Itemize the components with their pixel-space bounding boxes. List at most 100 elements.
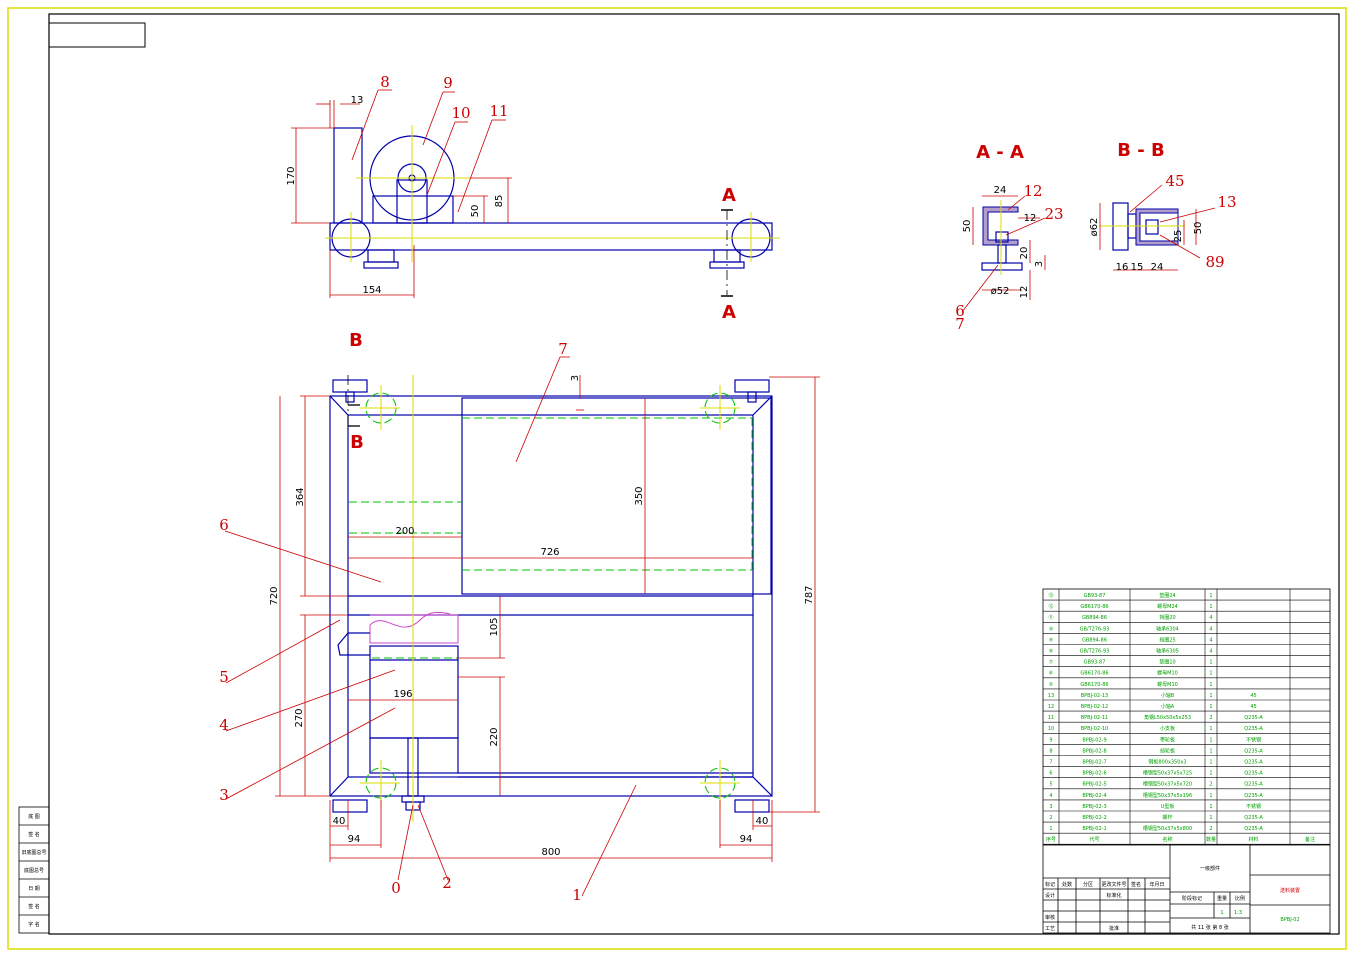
tb-f-date: 年月日 bbox=[1149, 881, 1164, 888]
dim-plan-350: 350 bbox=[634, 486, 645, 505]
side-post bbox=[333, 127, 363, 224]
bom-cell-mat: 45 bbox=[1250, 693, 1256, 699]
side-view: 13 170 50 85 154 8 9 10 11 A A bbox=[286, 73, 780, 323]
bom-cell-code: GB/T276-93 bbox=[1080, 648, 1110, 654]
bom-cell-qty: 1 bbox=[1209, 815, 1212, 821]
bom-cell-code: BPBJ-02-5 bbox=[1082, 782, 1106, 788]
bom-cell-qty: 4 bbox=[1209, 648, 1212, 654]
bom-cell-qty: 1 bbox=[1209, 793, 1212, 799]
bom-cell-no: 9 bbox=[1049, 737, 1052, 743]
bom-cell-qty: 1 bbox=[1209, 726, 1212, 732]
bom-cell-mat: Q235-A bbox=[1244, 726, 1263, 732]
bom-cell-mat: 不锈钢 bbox=[1246, 736, 1261, 743]
tb-drawing-no: BPBJ-02 bbox=[1280, 917, 1299, 923]
bom-cell-name: 小轴A bbox=[1161, 703, 1175, 710]
tb-f-count: 处数 bbox=[1062, 881, 1072, 888]
dim-bb-24: 24 bbox=[1151, 262, 1164, 273]
dim-plan-364: 364 bbox=[295, 487, 306, 506]
bom-cell-mat: 45 bbox=[1250, 704, 1256, 710]
tb-f-stage: 阶段标记 bbox=[1182, 895, 1202, 902]
dim-plan-94-right: 94 bbox=[740, 834, 753, 845]
bom-cell-name: 钢板800x350x3 bbox=[1148, 758, 1186, 765]
bom-cell-name: 槽钢型50x37x5x720 bbox=[1143, 781, 1192, 788]
bom-cell-qty: 2 bbox=[1209, 826, 1212, 832]
bom-cell-mat: Q235-A bbox=[1244, 748, 1263, 754]
dim-plan-220: 220 bbox=[489, 727, 500, 746]
tb-f-sign: 签名 bbox=[1131, 881, 1141, 888]
bom-cell-qty: 1 bbox=[1209, 759, 1212, 765]
bom-cell-mat: Q235-A bbox=[1244, 759, 1263, 765]
bom-cell-code: GB6170-86 bbox=[1080, 682, 1108, 688]
bom-cell-name: 螺杆 bbox=[1162, 814, 1172, 821]
bom-cell-code: GB93-87 bbox=[1084, 593, 1106, 599]
label-2: 2 bbox=[442, 874, 452, 892]
bom-cell-code: GB894-86 bbox=[1082, 615, 1107, 621]
steel-plate bbox=[461, 397, 772, 595]
bom-cell-qty: 4 bbox=[1209, 626, 1212, 632]
dim-plan-40-left: 40 bbox=[333, 816, 346, 827]
bom-cell-mat: Q235-A bbox=[1244, 782, 1263, 788]
bom-cell-name: 槽钢型50x37x5x196 bbox=[1143, 792, 1192, 799]
label-11: 11 bbox=[489, 102, 508, 120]
bom-cell-code: BPBJ-02-11 bbox=[1081, 715, 1109, 721]
bom-cell-no: 5 bbox=[1049, 782, 1052, 788]
bom-cell-qty: 1 bbox=[1209, 660, 1212, 666]
label-bb-89: 89 bbox=[1205, 253, 1224, 271]
bom-cell-name: 槽钢型50x37x5x800 bbox=[1143, 825, 1192, 832]
dim-bb-50: 50 bbox=[1193, 222, 1204, 235]
label-1: 1 bbox=[572, 886, 582, 904]
corner-box bbox=[48, 22, 146, 48]
tb-part-name: 送料装置 bbox=[1280, 887, 1300, 894]
section-bb-title: B - B bbox=[1117, 140, 1164, 161]
dim-aa-50: 50 bbox=[962, 220, 973, 233]
bom-cell-qty: 1 bbox=[1209, 771, 1212, 777]
tb-f-zone: 分区 bbox=[1083, 881, 1093, 888]
left-strip: 底 图 签 名 旧底图总号 底图总号 日 期 签 名 字 名 bbox=[18, 806, 50, 934]
bom-cell-no: 8 bbox=[1049, 748, 1052, 754]
bom-cell-qty: 1 bbox=[1209, 671, 1212, 677]
dim-side-85: 85 bbox=[494, 195, 505, 208]
tb-scale: 1:3 bbox=[1234, 910, 1242, 916]
bom-cell-no: 6 bbox=[1049, 771, 1052, 777]
bom-cell-no: 12 bbox=[1048, 704, 1054, 710]
section-b-bottom: B bbox=[350, 432, 364, 453]
bom-cell-qty: 4 bbox=[1209, 637, 1212, 643]
bom-header-mat: 材料 bbox=[1248, 836, 1258, 843]
bom-cell-name: 轴承6304 bbox=[1156, 625, 1179, 632]
bom-cell-no: ⑫ bbox=[1048, 603, 1053, 610]
bom-cell-name: 螺母M10 bbox=[1157, 670, 1178, 677]
bom-cell-code: BPBJ-02-8 bbox=[1082, 748, 1106, 754]
bom-cell-qty: 1 bbox=[1209, 593, 1212, 599]
tb-f-mark: 标记 bbox=[1045, 881, 1055, 888]
bom-cell-no: 11 bbox=[1048, 715, 1054, 721]
bom-cell-no: 13 bbox=[1048, 693, 1054, 699]
dim-plan-787: 787 bbox=[804, 585, 815, 604]
bom-cell-no: 10 bbox=[1048, 726, 1054, 732]
bom-cell-name: 螺母M10 bbox=[1157, 681, 1178, 688]
dim-plan-3: 3 bbox=[570, 375, 581, 381]
bom-cell-mat: Q235-A bbox=[1244, 771, 1263, 777]
plan-view: B B 3 364 350 200 726 720 787 105 196 27… bbox=[219, 330, 820, 904]
label-7: 7 bbox=[558, 340, 568, 358]
bom-header-qty: 数量 bbox=[1206, 836, 1216, 843]
bom-cell-qty: 2 bbox=[1209, 782, 1212, 788]
bom-cell-mat: Q235-A bbox=[1244, 793, 1263, 799]
section-aa: A - A 24 50 12 20 3 ø52 12 12 23 6 7 bbox=[955, 142, 1063, 333]
bom-cell-code: BPBJ-02-9 bbox=[1082, 737, 1106, 743]
bom-cell-no: 1 bbox=[1049, 826, 1052, 832]
dim-aa-3: 3 bbox=[1034, 261, 1045, 267]
bom-cell-code: BPBJ-02-7 bbox=[1082, 759, 1106, 765]
bom-cell-no: ⑥ bbox=[1049, 671, 1054, 677]
bom-cell-qty: 1 bbox=[1209, 748, 1212, 754]
bom-cell-name: 带轮板 bbox=[1160, 736, 1175, 743]
bom-cell-name: 小支板 bbox=[1160, 725, 1175, 732]
dim-plan-94-left: 94 bbox=[348, 834, 361, 845]
bom-cell-mat: Q235-A bbox=[1244, 715, 1263, 721]
bom-cell-no: ⑧ bbox=[1049, 648, 1054, 654]
dim-side-170: 170 bbox=[286, 166, 297, 185]
bom-header-no: 序号 bbox=[1046, 836, 1056, 843]
label-8: 8 bbox=[380, 73, 390, 91]
strip-text-3: 底图总号 bbox=[24, 867, 44, 874]
bom-cell-qty: 4 bbox=[1209, 615, 1212, 621]
bom-cell-no: ⑦ bbox=[1049, 660, 1054, 666]
